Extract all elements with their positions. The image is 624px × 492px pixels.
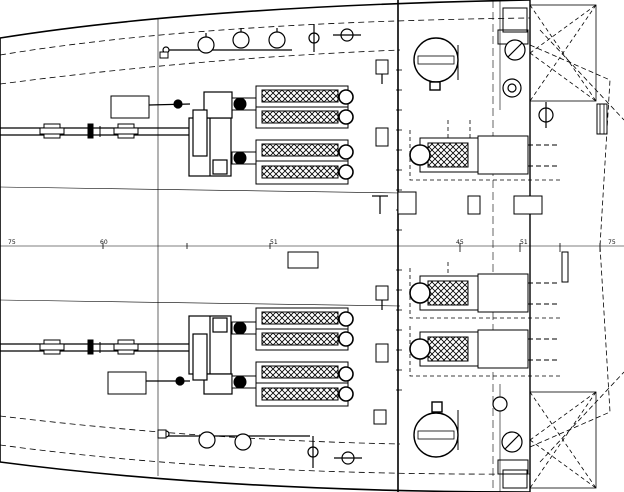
frame-label: 75 (608, 239, 616, 246)
starboard-reduction-gearbox (189, 316, 232, 394)
bottom-pump-row (163, 431, 362, 468)
generator-set-2 (410, 274, 560, 312)
generator-set-1 (410, 136, 560, 174)
upper-tank (414, 38, 458, 90)
frame-label: 60 (100, 239, 108, 246)
starboard-propeller-shaft (0, 340, 195, 354)
generator-set-3 (410, 330, 560, 368)
main-engine-2 (256, 140, 353, 184)
frame-labels: 75 60 51 51 45 75 (8, 239, 616, 246)
port-reduction-gearbox (189, 92, 232, 176)
frame-label: 45 (456, 239, 464, 246)
frame-label: 51 (520, 239, 528, 246)
frame-label: 51 (270, 239, 278, 246)
main-engine-4 (256, 362, 353, 406)
frame-label: 75 (8, 239, 16, 246)
aft-compartments (530, 5, 624, 488)
main-engine-3 (256, 308, 353, 350)
top-pump-row (163, 24, 361, 53)
lower-tank (414, 402, 458, 457)
main-engine-1 (256, 86, 353, 128)
port-propeller-shaft (0, 124, 195, 138)
